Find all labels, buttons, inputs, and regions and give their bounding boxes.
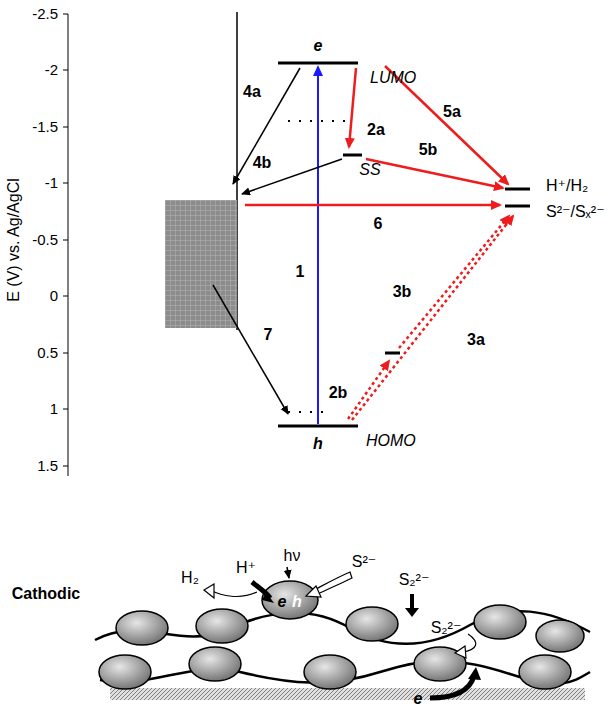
scene-label: S₂²⁻ bbox=[399, 571, 430, 589]
excitation-arrow bbox=[317, 67, 319, 424]
y-axis bbox=[68, 14, 69, 476]
axis-title: E (V) vs. Ag/AgCl bbox=[5, 178, 23, 302]
callout-number: 3a bbox=[467, 331, 485, 349]
tick-label: 0 bbox=[50, 288, 58, 305]
arrow-7 bbox=[213, 285, 288, 414]
dotted-level bbox=[288, 411, 328, 413]
arrow-5b bbox=[366, 159, 503, 188]
tick-label: -1.5 bbox=[32, 119, 58, 136]
callout-number: 4a bbox=[243, 83, 261, 101]
arrow-2b bbox=[348, 361, 389, 419]
level-label: HOMO bbox=[366, 432, 416, 450]
scene-label: hν bbox=[284, 547, 301, 565]
axis-ticks bbox=[63, 14, 68, 466]
trap-level bbox=[385, 352, 400, 355]
tick-label: 0.5 bbox=[37, 345, 58, 362]
h2-level bbox=[505, 188, 530, 191]
level-label: e bbox=[314, 37, 323, 55]
callout-number: 1 bbox=[296, 263, 305, 281]
callout-number: 6 bbox=[374, 215, 383, 233]
arrow-6 bbox=[245, 204, 500, 207]
scene-label: e bbox=[278, 593, 287, 611]
scene-label: e bbox=[414, 690, 423, 707]
scene-label: Cathodic bbox=[12, 585, 80, 603]
tick-label: 1.5 bbox=[37, 458, 58, 475]
callout-number: 5b bbox=[419, 141, 438, 159]
tick-label: 1 bbox=[50, 401, 58, 418]
tick-label: -1 bbox=[45, 175, 58, 192]
scene-label: S²⁻ bbox=[352, 553, 376, 571]
cathode-illustration bbox=[95, 567, 590, 700]
callout-number: 2b bbox=[329, 384, 348, 402]
arrow-4a bbox=[233, 68, 300, 184]
scene-label: h bbox=[292, 593, 302, 611]
ss-level bbox=[343, 154, 362, 157]
sulfide-level bbox=[505, 205, 530, 208]
callout-number: 2a bbox=[367, 121, 385, 139]
arrow-3b bbox=[399, 216, 509, 348]
dotted-level bbox=[288, 120, 345, 122]
level-label: h bbox=[313, 435, 323, 453]
level-label: SS bbox=[359, 161, 380, 179]
homo-level bbox=[278, 425, 358, 428]
level-label: H⁺/H₂ bbox=[546, 177, 588, 195]
tick-label: -0.5 bbox=[32, 232, 58, 249]
lumo-level bbox=[278, 62, 358, 65]
scene-label: S₂²⁻ bbox=[431, 619, 462, 637]
arrow-2a bbox=[349, 68, 356, 147]
callout-number: 4b bbox=[253, 154, 272, 172]
callout-number: 7 bbox=[264, 326, 273, 344]
tick-label: -2.5 bbox=[32, 6, 58, 23]
tick-label: -2 bbox=[45, 62, 58, 79]
callout-number: 3b bbox=[393, 283, 412, 301]
level-label: LUMO bbox=[370, 69, 416, 87]
scene-label: H⁺ bbox=[236, 559, 256, 577]
scene-label: H₂ bbox=[181, 569, 199, 587]
callout-number: 5a bbox=[443, 103, 461, 121]
arrow-3a bbox=[352, 216, 513, 420]
level-label: S²⁻/Sₓ²⁻ bbox=[546, 203, 605, 221]
